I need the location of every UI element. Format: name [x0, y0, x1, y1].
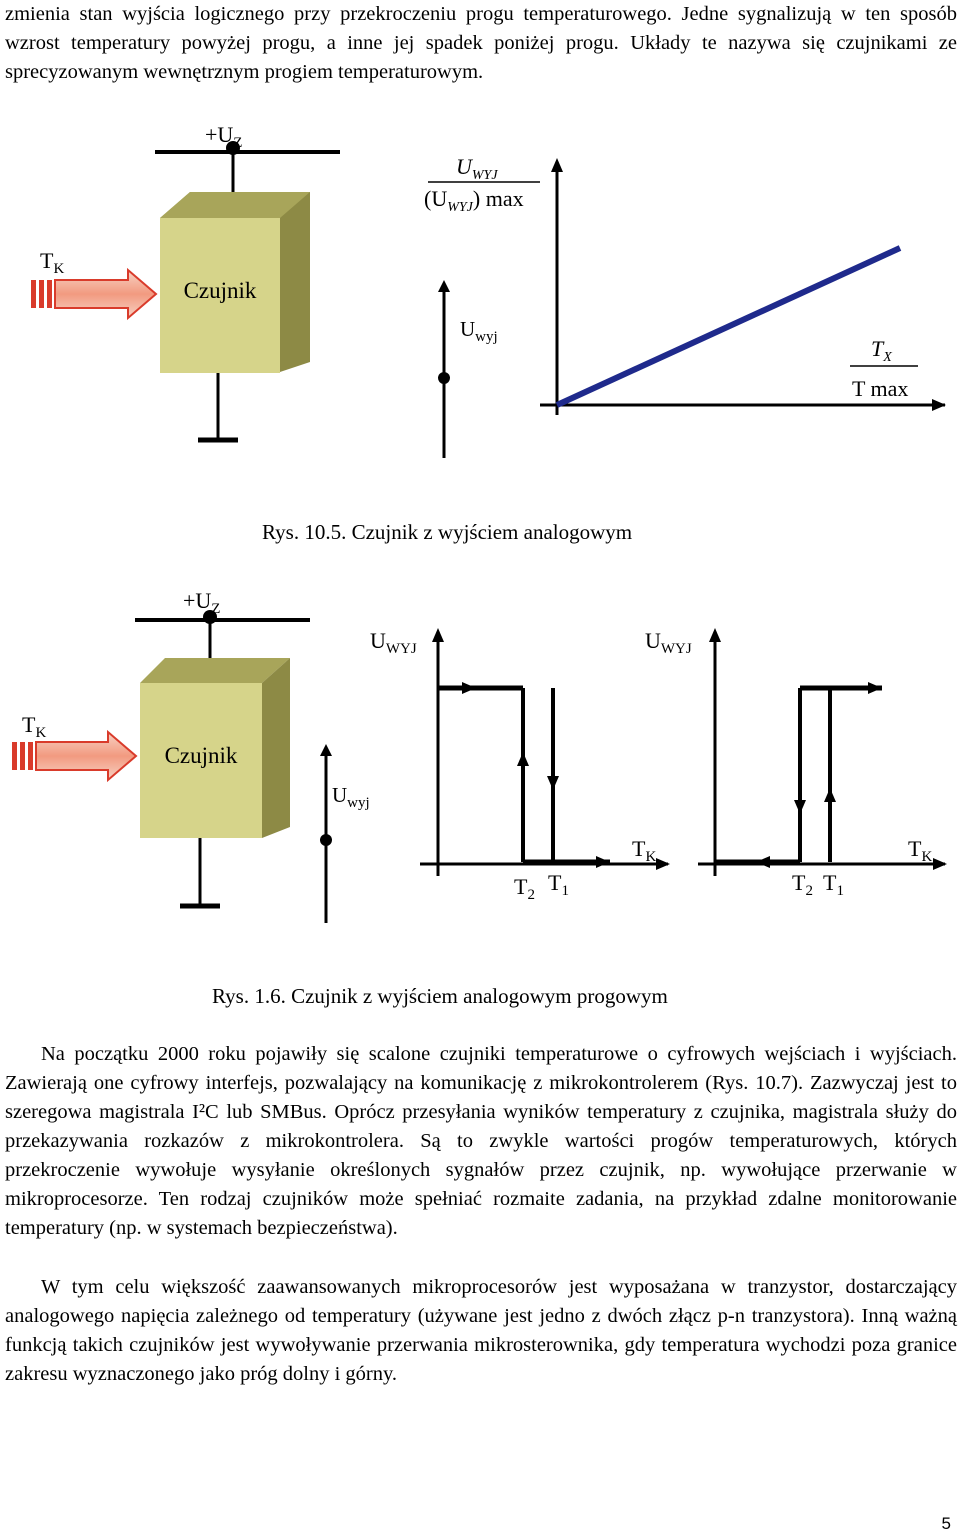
paragraph-microprocessor: W tym celu większość zaawansowanych mikr…	[5, 1276, 957, 1385]
x-axis-label-den: T max	[852, 376, 908, 401]
graph1-x-label: TK	[632, 836, 656, 865]
supply-label: +UZ	[183, 588, 220, 617]
figure1-caption: Rys. 10.5. Czujnik z wyjściem analogowym	[262, 520, 633, 544]
graph1-y-label: UWYJ	[370, 628, 417, 657]
supply-label: +UZ	[205, 122, 242, 151]
graph2-t1-label: T1	[823, 870, 844, 899]
figure-threshold-sensor: +UZ Czujnik TK Uwyj UWYJ TK	[0, 580, 960, 980]
graph2-x-label: TK	[908, 836, 932, 865]
y-axis-label-den: (UWYJ) max	[424, 186, 524, 215]
sensor-label: Czujnik	[184, 278, 257, 303]
sensor-label: Czujnik	[165, 743, 238, 768]
intro-paragraph: zmienia stan wyjścia logicznego przy prz…	[5, 3, 957, 83]
output-label: Uwyj	[460, 317, 498, 345]
paragraph-digital-sensors: Na początku 2000 roku pojawiły się scalo…	[5, 1043, 957, 1239]
input-label: TK	[40, 248, 64, 277]
analog-response-line	[555, 245, 902, 408]
figure-analog-sensor: +UZ Czujnik TK Uwyj UWYJ (UWYJ) max TX	[0, 110, 960, 530]
graph2-t2-label: T2	[792, 870, 813, 899]
input-arrow	[35, 729, 138, 783]
input-label: TK	[22, 712, 46, 741]
page-number: 5	[941, 1514, 951, 1533]
input-arrow	[54, 267, 158, 321]
x-axis-label-num: TX	[871, 336, 892, 365]
y-axis-label-num: UWYJ	[456, 154, 498, 183]
sensor-box	[140, 683, 262, 838]
output-label: Uwyj	[332, 783, 370, 811]
graph1-t2-label: T2	[514, 874, 535, 903]
figure-analog-diagram: +UZ Czujnik TK Uwyj UWYJ (UWYJ) max TX	[31, 122, 946, 458]
figure-threshold-diagram: +UZ Czujnik TK Uwyj UWYJ TK	[12, 588, 947, 923]
graph1-t1-label: T1	[548, 870, 569, 899]
graph2-y-label: UWYJ	[645, 628, 692, 657]
figure2-caption: Rys. 1.6. Czujnik z wyjściem analogowym …	[212, 984, 668, 1008]
sensor-box	[160, 218, 280, 373]
